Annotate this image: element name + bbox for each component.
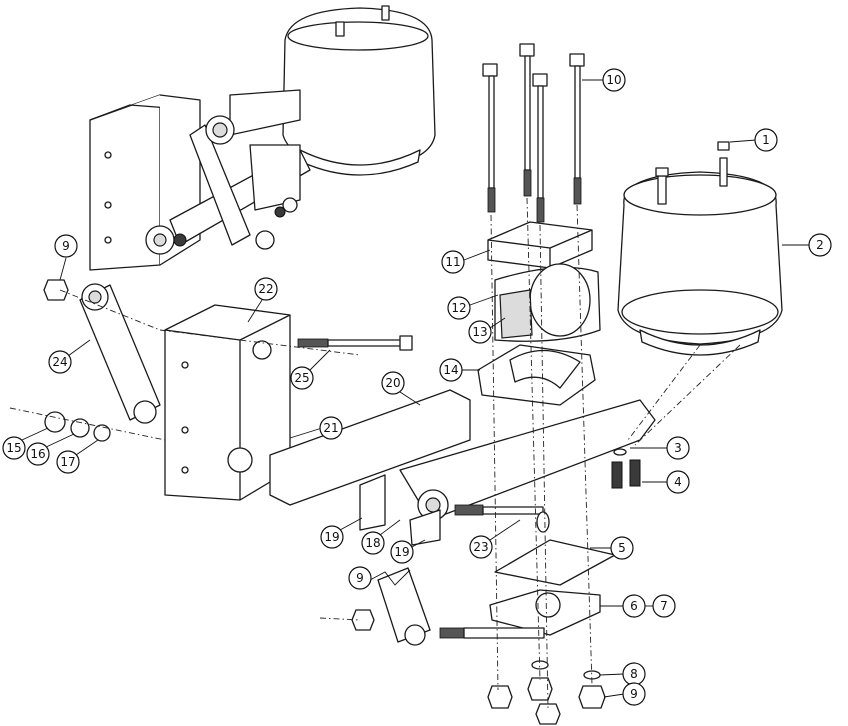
lower-parts (43, 279, 641, 725)
svg-text:24: 24 (52, 355, 67, 369)
callout-16: 16 (26, 433, 75, 466)
callout-19-left: 19 (320, 517, 363, 549)
callout-13: 13 (468, 317, 506, 344)
callout-15: 15 (2, 427, 49, 460)
callout-11: 11 (441, 249, 491, 274)
svg-text:8: 8 (630, 667, 638, 681)
svg-text:16: 16 (30, 447, 45, 461)
svg-text:9: 9 (630, 687, 638, 701)
svg-text:1: 1 (762, 133, 770, 147)
svg-text:9: 9 (356, 571, 364, 585)
callout-17: 17 (56, 439, 99, 474)
svg-text:17: 17 (60, 455, 75, 469)
svg-text:19: 19 (394, 545, 409, 559)
svg-text:9: 9 (62, 239, 70, 253)
svg-text:20: 20 (385, 376, 400, 390)
svg-text:7: 7 (660, 599, 668, 613)
callout-5: 5 (590, 536, 634, 560)
callout-4: 4 (642, 470, 690, 494)
svg-text:3: 3 (674, 441, 682, 455)
svg-text:13: 13 (472, 325, 487, 339)
callout-23: 23 (469, 519, 521, 559)
assembled-suspension-view (89, 5, 436, 271)
callout-6: 6 (600, 594, 646, 618)
svg-text:12: 12 (451, 301, 466, 315)
svg-text:23: 23 (473, 540, 488, 554)
air-spring (617, 141, 783, 356)
callout-24: 24 (48, 339, 91, 374)
callout-1: 1 (729, 128, 778, 152)
svg-text:15: 15 (6, 441, 21, 455)
long-bolts (482, 43, 585, 223)
callout-9-upper-left: 9 (54, 234, 78, 281)
svg-text:19: 19 (324, 530, 339, 544)
trailing-arm (269, 389, 656, 546)
callout-14: 14 (439, 358, 480, 382)
callout-7: 7 (645, 594, 676, 618)
callout-12: 12 (447, 294, 499, 320)
svg-text:4: 4 (674, 475, 682, 489)
callout-9-lower-right: 9 (603, 682, 646, 706)
svg-text:14: 14 (443, 363, 458, 377)
callout-22: 22 (247, 277, 278, 323)
callout-9-lower-left: 9 (348, 566, 411, 590)
svg-text:10: 10 (606, 73, 621, 87)
callout-2: 2 (782, 233, 832, 257)
shock-absorbers (79, 283, 431, 646)
svg-text:25: 25 (294, 371, 309, 385)
callout-18: 18 (361, 519, 401, 555)
callout-10: 10 (582, 68, 626, 92)
callout-3: 3 (630, 436, 690, 460)
svg-text:21: 21 (323, 421, 338, 435)
callout-20: 20 (381, 371, 421, 406)
svg-text:2: 2 (816, 238, 824, 252)
callout-21: 21 (289, 416, 343, 440)
svg-text:5: 5 (618, 541, 626, 555)
callout-8: 8 (599, 662, 646, 686)
callout-19-right: 19 (390, 539, 426, 564)
callouts: 1 2 3 4 5 6 7 8 (2, 68, 832, 706)
hidden-center-lines (9, 197, 741, 711)
hanger-bracket (164, 304, 413, 501)
svg-text:11: 11 (445, 255, 460, 269)
callout-25: 25 (290, 349, 331, 390)
svg-text:6: 6 (630, 599, 638, 613)
clamp-stack (477, 221, 601, 406)
svg-text:22: 22 (258, 282, 273, 296)
svg-text:18: 18 (365, 536, 380, 550)
